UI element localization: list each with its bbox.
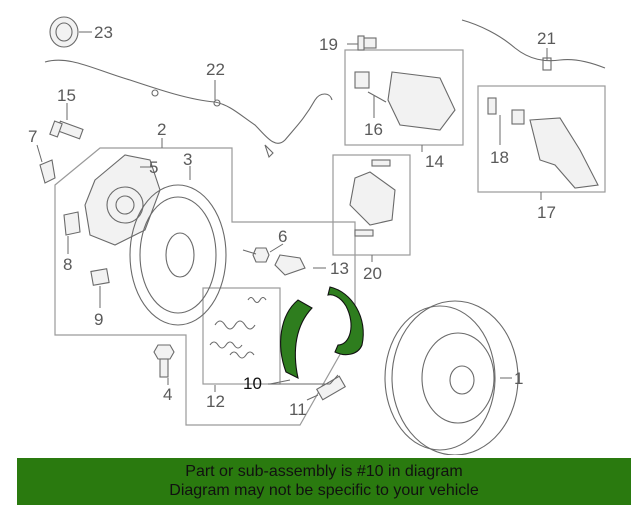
callout-10: 10 bbox=[243, 374, 262, 393]
brake-pads-part-20 bbox=[349, 159, 396, 237]
bracket-part-17 bbox=[529, 117, 599, 189]
adjuster-part-11 bbox=[315, 375, 347, 401]
callout-4: 4 bbox=[163, 385, 172, 404]
callout-19: 19 bbox=[319, 35, 338, 54]
seal-ring-part-23 bbox=[49, 16, 79, 48]
bolt-part-19 bbox=[357, 35, 377, 51]
callout-11: 11 bbox=[289, 400, 307, 419]
brake-shoe-left bbox=[280, 299, 313, 380]
callout-8: 8 bbox=[63, 255, 72, 274]
bolt-part-15 bbox=[49, 120, 84, 140]
callout-13: 13 bbox=[330, 259, 349, 278]
assembly-box-12 bbox=[202, 287, 281, 385]
callout-16: 16 bbox=[364, 120, 383, 139]
abs-sensor-wire-part-22 bbox=[44, 59, 333, 144]
pins-part-18 bbox=[487, 97, 525, 125]
callout-6: 6 bbox=[278, 227, 287, 246]
callout-22: 22 bbox=[206, 60, 225, 79]
lever-part-13 bbox=[274, 254, 306, 276]
callout-21: 21 bbox=[537, 29, 556, 48]
banner-line-1: Part or sub-assembly is #10 in diagram bbox=[185, 463, 463, 480]
caliper-part-14 bbox=[354, 71, 456, 131]
callout-14: 14 bbox=[425, 152, 444, 171]
info-banner: Part or sub-assembly is #10 in diagram D… bbox=[17, 458, 631, 505]
leader-lines bbox=[36, 31, 548, 401]
callout-7: 7 bbox=[28, 127, 37, 146]
callout-15: 15 bbox=[57, 86, 76, 105]
callout-18: 18 bbox=[490, 148, 509, 167]
knuckle-part-5 bbox=[84, 154, 161, 246]
parking-brake-shoes-part-10 bbox=[280, 286, 364, 380]
part-9 bbox=[90, 268, 110, 286]
callout-3: 3 bbox=[183, 150, 192, 169]
bolt-part-4 bbox=[153, 344, 175, 378]
callout-5: 5 bbox=[149, 158, 158, 177]
brake-rotor-part-1 bbox=[384, 300, 519, 455]
callout-1: 1 bbox=[514, 369, 523, 388]
brake-parts-diagram: 23 22 21 19 15 7 2 5 3 8 9 4 6 13 12 10 … bbox=[28, 16, 606, 455]
callout-23: 23 bbox=[94, 23, 113, 42]
brake-shoe-right bbox=[327, 286, 364, 356]
clip-part-7 bbox=[39, 159, 56, 184]
bolt-part-6 bbox=[242, 247, 270, 263]
part-8 bbox=[63, 211, 81, 236]
banner-line-2: Diagram may not be specific to your vehi… bbox=[169, 482, 479, 499]
callout-2: 2 bbox=[157, 120, 166, 139]
assembly-box-14 bbox=[344, 49, 464, 146]
backing-plate-part-3 bbox=[129, 184, 227, 326]
callout-20: 20 bbox=[363, 264, 382, 283]
callout-17: 17 bbox=[537, 203, 556, 222]
callout-12: 12 bbox=[206, 392, 225, 411]
abs-sensor-wire-part-21 bbox=[461, 19, 606, 69]
callout-9: 9 bbox=[94, 310, 103, 329]
springs-part-12 bbox=[209, 296, 267, 359]
